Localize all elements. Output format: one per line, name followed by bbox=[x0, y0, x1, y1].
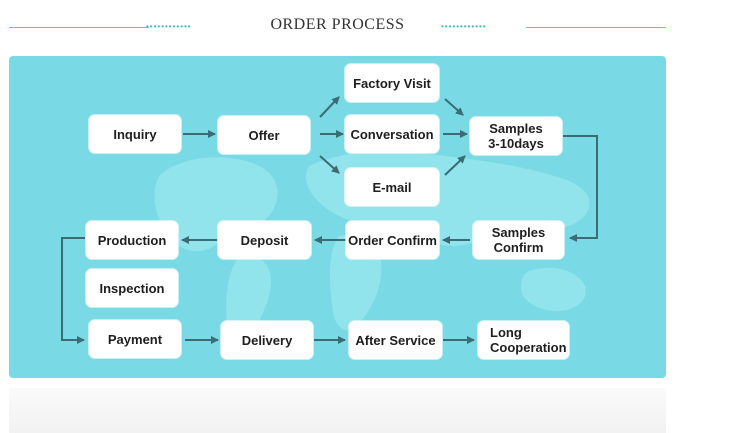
header: •••••••••••• ORDER PROCESS •••••••••••• bbox=[0, 0, 753, 52]
node-samples: Samples 3-10days bbox=[470, 117, 562, 155]
bottom-strip bbox=[9, 388, 666, 433]
header-dots-left: •••••••••••• bbox=[146, 22, 192, 31]
node-factory-visit: Factory Visit bbox=[345, 64, 439, 102]
header-dots-right: •••••••••••• bbox=[441, 22, 487, 31]
node-email: E-mail bbox=[345, 168, 439, 206]
node-offer: Offer bbox=[218, 116, 310, 154]
node-conversation: Conversation bbox=[345, 115, 439, 153]
page-title: ORDER PROCESS bbox=[270, 16, 405, 33]
header-line-left bbox=[9, 27, 149, 28]
node-production: Production bbox=[86, 221, 178, 259]
node-samples-confirm: Samples Confirm bbox=[473, 221, 564, 259]
node-inquiry: Inquiry bbox=[89, 115, 181, 153]
node-inspection: Inspection bbox=[86, 269, 178, 307]
node-delivery: Delivery bbox=[221, 321, 313, 359]
node-payment: Payment bbox=[89, 320, 181, 358]
header-line-right bbox=[526, 27, 666, 28]
node-order-confirm: Order Confirm bbox=[346, 221, 439, 259]
node-long-cooperation: Long Cooperation bbox=[478, 321, 569, 359]
node-deposit: Deposit bbox=[218, 221, 311, 259]
node-after-service: After Service bbox=[349, 321, 442, 359]
